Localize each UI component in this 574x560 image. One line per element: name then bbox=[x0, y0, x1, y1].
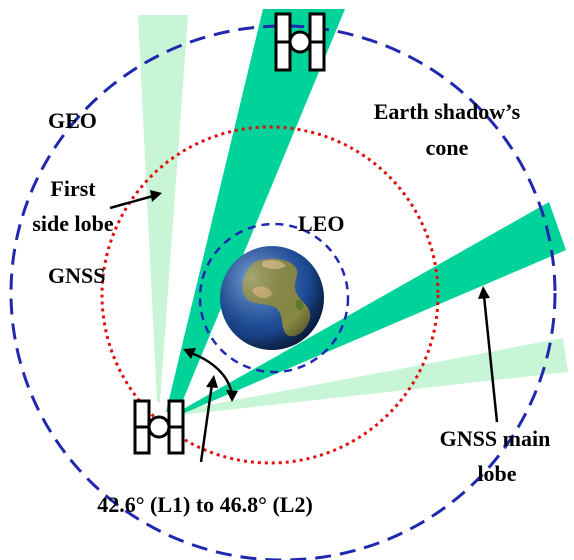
first-side-lobe-top bbox=[138, 15, 188, 402]
geo-label: GEO bbox=[48, 108, 97, 133]
first-side-lobe-right bbox=[172, 338, 568, 416]
main-lobe-pointer bbox=[482, 295, 499, 423]
first-side-lobe-label-line1: First bbox=[50, 176, 96, 201]
earth-shadow-label-line1: Earth shadow’s bbox=[374, 99, 521, 124]
angle-pointer-head bbox=[206, 375, 218, 388]
satellite-icon bbox=[274, 12, 326, 72]
earth-shadow-label-line2: cone bbox=[426, 135, 469, 160]
angle-arc bbox=[183, 348, 238, 402]
angle-label: 42.6° (L1) to 46.8° (L2) bbox=[97, 492, 313, 517]
side-lobe-pointer bbox=[109, 194, 154, 210]
first-side-lobe-label-line2: side lobe bbox=[32, 211, 114, 236]
gnss-main-lobe-label-line2: lobe bbox=[477, 461, 516, 486]
main-lobe-pointer-head bbox=[478, 286, 490, 299]
leo-orbit bbox=[198, 222, 350, 374]
gnss-main-lobe-right bbox=[178, 202, 566, 414]
gnss-orbit bbox=[100, 125, 440, 465]
satellite-icon bbox=[133, 399, 185, 455]
gnss-main-lobe-label-line1: GNSS main bbox=[440, 426, 551, 451]
leo-label: LEO bbox=[298, 211, 344, 236]
leader-lines bbox=[109, 190, 499, 463]
angle-pointer bbox=[199, 383, 214, 463]
gnss-main-lobe-top bbox=[166, 9, 345, 412]
earth-globe-icon bbox=[220, 246, 324, 350]
geo-orbit bbox=[9, 24, 557, 560]
gnss-label: GNSS bbox=[48, 263, 105, 288]
side-lobe-pointer-head bbox=[150, 190, 162, 202]
